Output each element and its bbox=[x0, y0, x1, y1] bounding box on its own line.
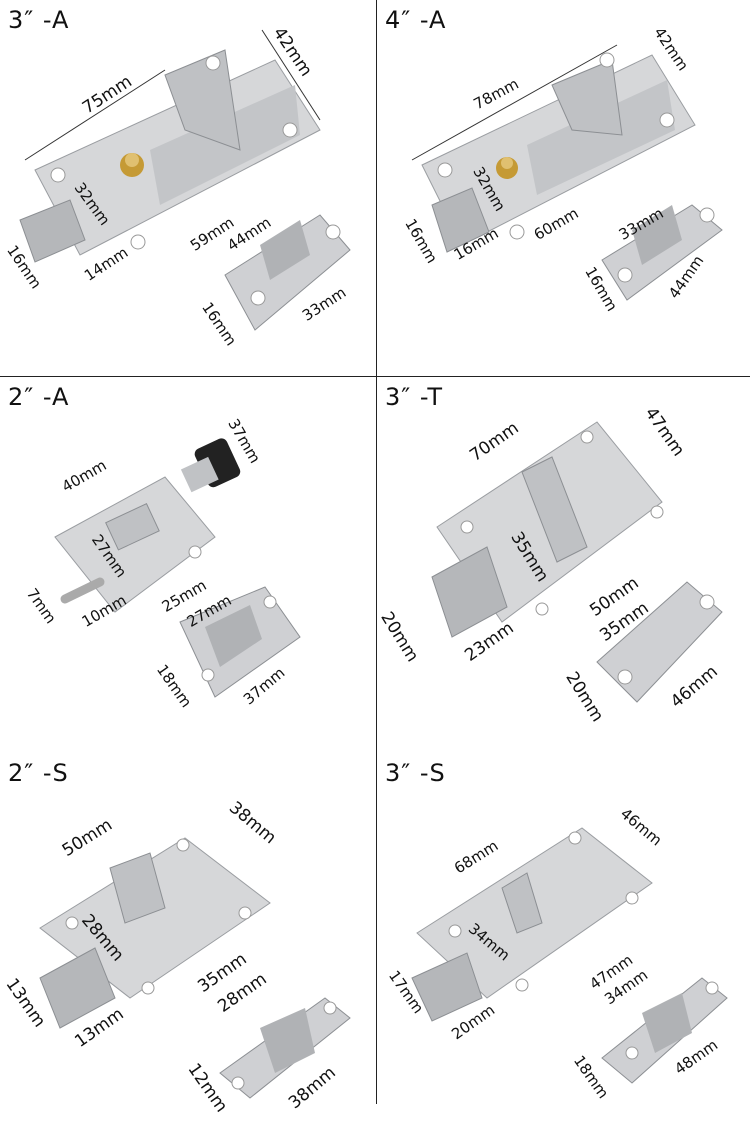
latch-2s-illustration bbox=[39, 837, 351, 1099]
latch-3s-illustration bbox=[411, 827, 728, 1084]
panel-4-a: 4″ -A 78mm 42mm 32mm 60mm 33mm 16mm 16mm… bbox=[377, 0, 750, 376]
vertical-divider bbox=[376, 0, 377, 1104]
latch-4a-illustration bbox=[411, 44, 723, 301]
model-label: 2″ -A bbox=[8, 383, 70, 411]
horizontal-divider-1 bbox=[0, 376, 750, 377]
panel-3-s: 3″ -S 68mm 46mm 34mm 47mm 34mm 17mm 20mm… bbox=[377, 753, 750, 1129]
panel-2-s: 2″ -S 50mm 38mm 28mm 35mm 28mm 13mm 13mm… bbox=[0, 753, 376, 1129]
panel-3-a: 3″ -A 75mm 42mm 32mm 59mm 44mm 16mm 14mm… bbox=[0, 0, 376, 376]
panel-3-t: 3″ -T 70mm 47mm 35mm 50mm 35mm 20mm 23mm… bbox=[377, 377, 750, 753]
panel-2-a: 2″ -A 40mm 37mm 27mm 25mm 7mm 10mm 27mm … bbox=[0, 377, 376, 753]
model-label: 3″ -S bbox=[385, 759, 446, 787]
latch-3a-illustration bbox=[19, 29, 351, 331]
model-label: 3″ -A bbox=[8, 6, 70, 34]
latch-2a-illustration bbox=[54, 438, 301, 698]
model-label: 4″ -A bbox=[385, 6, 447, 34]
model-label: 2″ -S bbox=[8, 759, 69, 787]
model-label: 3″ -T bbox=[385, 383, 443, 411]
latch-3t-illustration bbox=[431, 421, 723, 703]
